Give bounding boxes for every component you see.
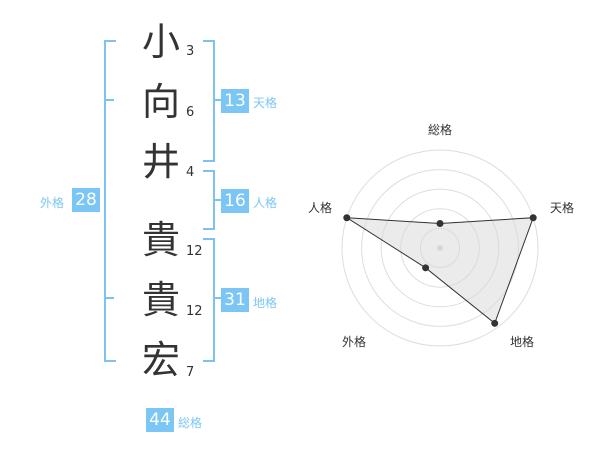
soukaku-badge: 44 [146, 408, 174, 432]
name-char-3: 井 [141, 140, 180, 184]
name-char-5: 貴 [141, 278, 180, 322]
radar-point [529, 214, 537, 222]
stroke-count-2: 6 [186, 105, 195, 120]
name-char-2: 向 [141, 80, 180, 124]
chikaku-badge: 31 [221, 288, 249, 312]
radar-center [437, 245, 443, 251]
name-char-4: 貴 [141, 218, 180, 262]
bracket-tick [104, 99, 114, 101]
tenkaku-bracket [203, 40, 215, 162]
bracket-tick [213, 199, 221, 201]
radar-point [436, 220, 444, 227]
radar-label-gaikaku: 外格 [342, 334, 366, 349]
radar-point [422, 264, 430, 272]
bracket-tick [213, 297, 221, 299]
radar-label-tenkaku: 天格 [550, 200, 574, 215]
radar-points [343, 214, 537, 327]
soukaku-label: 総格 [178, 416, 203, 430]
name-char-1: 小 [141, 20, 180, 64]
name-char-6: 宏 [141, 338, 180, 382]
gaikaku-badge: 28 [72, 188, 100, 212]
radar-label-chikaku: 地格 [510, 334, 534, 349]
bracket-tick [213, 99, 221, 101]
tenkaku-badge: 13 [221, 89, 249, 113]
chikaku-bracket [203, 238, 215, 362]
radar-label-jinkaku: 人格 [308, 200, 332, 215]
stroke-count-3: 4 [186, 165, 195, 180]
stroke-count-5: 12 [186, 304, 203, 319]
chikaku-label: 地格 [253, 296, 278, 310]
stroke-count-6: 7 [186, 365, 195, 380]
radar-point [343, 214, 351, 222]
radar-label-soukaku: 総格 [428, 122, 452, 137]
stroke-count-4: 12 [186, 244, 203, 259]
jinkaku-label: 人格 [253, 196, 278, 210]
radar-polygon [346, 217, 534, 325]
gaikaku-label: 外格 [40, 196, 65, 210]
stroke-count-1: 3 [186, 44, 195, 59]
radar-point [491, 319, 499, 327]
jinkaku-badge: 16 [221, 189, 249, 213]
tenkaku-label: 天格 [253, 96, 278, 110]
bracket-tick [104, 297, 114, 299]
gaikaku-bracket [104, 40, 116, 362]
